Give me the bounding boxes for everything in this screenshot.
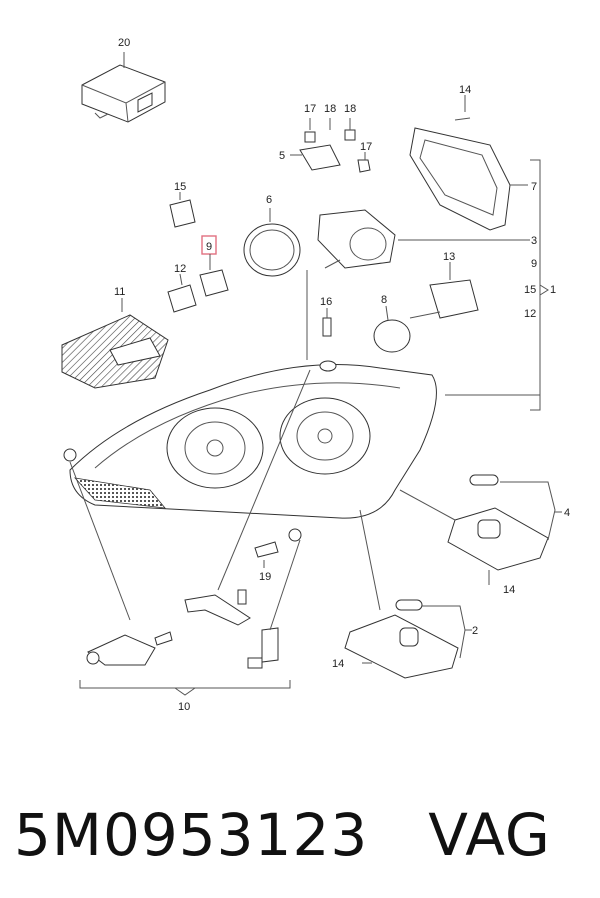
bulb-small-part	[167, 273, 197, 313]
igniter-part	[373, 305, 411, 353]
bulb-part	[169, 192, 196, 228]
callout-label: 14	[503, 584, 515, 596]
mounting-bracket-center-part	[184, 589, 279, 669]
callout-label: 17	[360, 141, 372, 153]
headlamp-housing-part	[63, 360, 540, 542]
callout-label: 16	[320, 296, 332, 308]
callout-label: 4	[564, 507, 570, 519]
callout-label: 14	[459, 84, 471, 96]
screw-part	[322, 308, 332, 337]
callout-label: 19	[259, 571, 271, 583]
callout-label: 8	[381, 294, 387, 306]
frame-part	[409, 95, 528, 231]
callout-label: 3	[531, 235, 537, 247]
brand-name: VAG	[428, 801, 551, 869]
callout-highlighted-label: 9	[206, 241, 212, 253]
callout-label: 11	[114, 286, 125, 298]
callout-label: 15	[174, 181, 186, 193]
callout-label: 20	[118, 37, 130, 49]
callout-label: 12	[524, 308, 536, 320]
seal-ring-part	[243, 208, 301, 277]
callout-label: 14	[332, 658, 344, 670]
callout-label: 13	[443, 251, 455, 263]
callout-label: 17	[304, 103, 316, 115]
bracket-part	[290, 118, 371, 173]
ballast-upper-part	[399, 474, 562, 585]
bulb-holder-part	[199, 235, 229, 297]
callout-label: 5	[279, 150, 285, 162]
callout-lines	[69, 270, 311, 696]
callout-label: 2	[472, 625, 478, 637]
xenon-bulb-part	[409, 262, 479, 319]
callout-label: 1	[550, 284, 556, 296]
callout-brace	[530, 159, 549, 411]
callout-label: 10	[178, 701, 190, 713]
callout-label: 9	[531, 258, 537, 270]
callout-label: 15	[524, 284, 536, 296]
screw-19-part	[254, 541, 279, 568]
callout-label: 6	[266, 194, 272, 206]
part-number: 5M0953123	[14, 801, 369, 869]
part-caption: 5M0953123 VAG	[14, 790, 586, 880]
callout-label: 18	[344, 103, 356, 115]
callout-labels: 20 14 17 18 18 17 5 7 15 6 3 9 9 13 12 1…	[114, 37, 570, 713]
control-unit-part	[81, 52, 166, 123]
callout-label: 18	[324, 103, 336, 115]
ballast-lower-part	[344, 509, 472, 679]
mounting-bracket-left-part	[86, 631, 173, 666]
adjuster-motor-part	[317, 209, 530, 269]
exploded-parts-diagram: 20 14 17 18 18 17 5 7 15 6 3 9 9 13 12 1…	[61, 37, 570, 713]
callout-label: 7	[531, 181, 537, 193]
cover-part	[61, 298, 169, 389]
callout-label: 12	[174, 263, 186, 275]
